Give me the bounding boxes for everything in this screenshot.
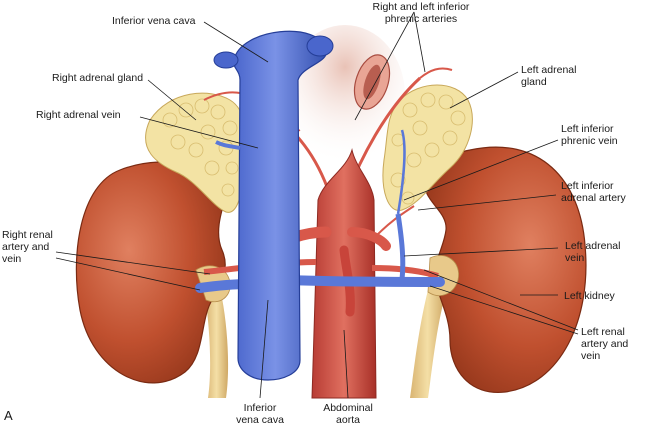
- hepatic-vein-stub-right: [306, 35, 334, 57]
- figure-panel-letter: A: [4, 408, 13, 423]
- label-inferior-vena-cava-top: Inferior vena cava: [112, 15, 196, 27]
- left-ureter: [410, 290, 445, 398]
- left-adrenal-vein: [395, 213, 406, 281]
- left-renal-vein: [285, 275, 445, 287]
- label-left-inferior-phrenic-vein: Left inferior phrenic vein: [561, 123, 618, 147]
- left-kidney: [424, 146, 587, 393]
- label-left-adrenal-gland: Left adrenal gland: [521, 64, 577, 88]
- phrenic-branch-1: [419, 67, 453, 79]
- hepatic-vein-stub-left: [213, 51, 239, 69]
- left-inferior-adrenal-artery: [375, 205, 415, 237]
- celiac-trunk-right: [347, 227, 391, 251]
- left-inferior-phrenic-vein: [396, 129, 406, 215]
- label-left-inferior-adrenal-artery: Left inferior adrenal artery: [561, 180, 626, 204]
- label-left-renal-artery-vein: Left renal artery and vein: [581, 326, 629, 362]
- label-right-renal-artery-vein: Right renal artery and vein: [2, 229, 53, 265]
- right-adrenal-vein: [215, 140, 241, 150]
- label-right-adrenal-gland: Right adrenal gland: [52, 72, 144, 84]
- label-left-kidney: Left kidney: [564, 290, 615, 302]
- right-ureter: [205, 295, 229, 398]
- label-abdominal-aorta: Abdominal aorta: [323, 402, 373, 426]
- inferior-vena-cava: [233, 30, 327, 381]
- label-left-adrenal-vein: Left adrenal vein: [565, 240, 621, 264]
- label-inferior-vena-cava-bottom: Inferior vena cava: [236, 402, 284, 426]
- esophagus: [353, 54, 391, 110]
- left-renal-artery: [371, 265, 439, 279]
- leader-lines: [55, 11, 579, 399]
- label-right-adrenal-vein: Right adrenal vein: [36, 109, 121, 121]
- label-phrenic-arteries: Right and left inferior phrenic arteries: [372, 1, 470, 25]
- left-adrenal-texture: [390, 92, 466, 205]
